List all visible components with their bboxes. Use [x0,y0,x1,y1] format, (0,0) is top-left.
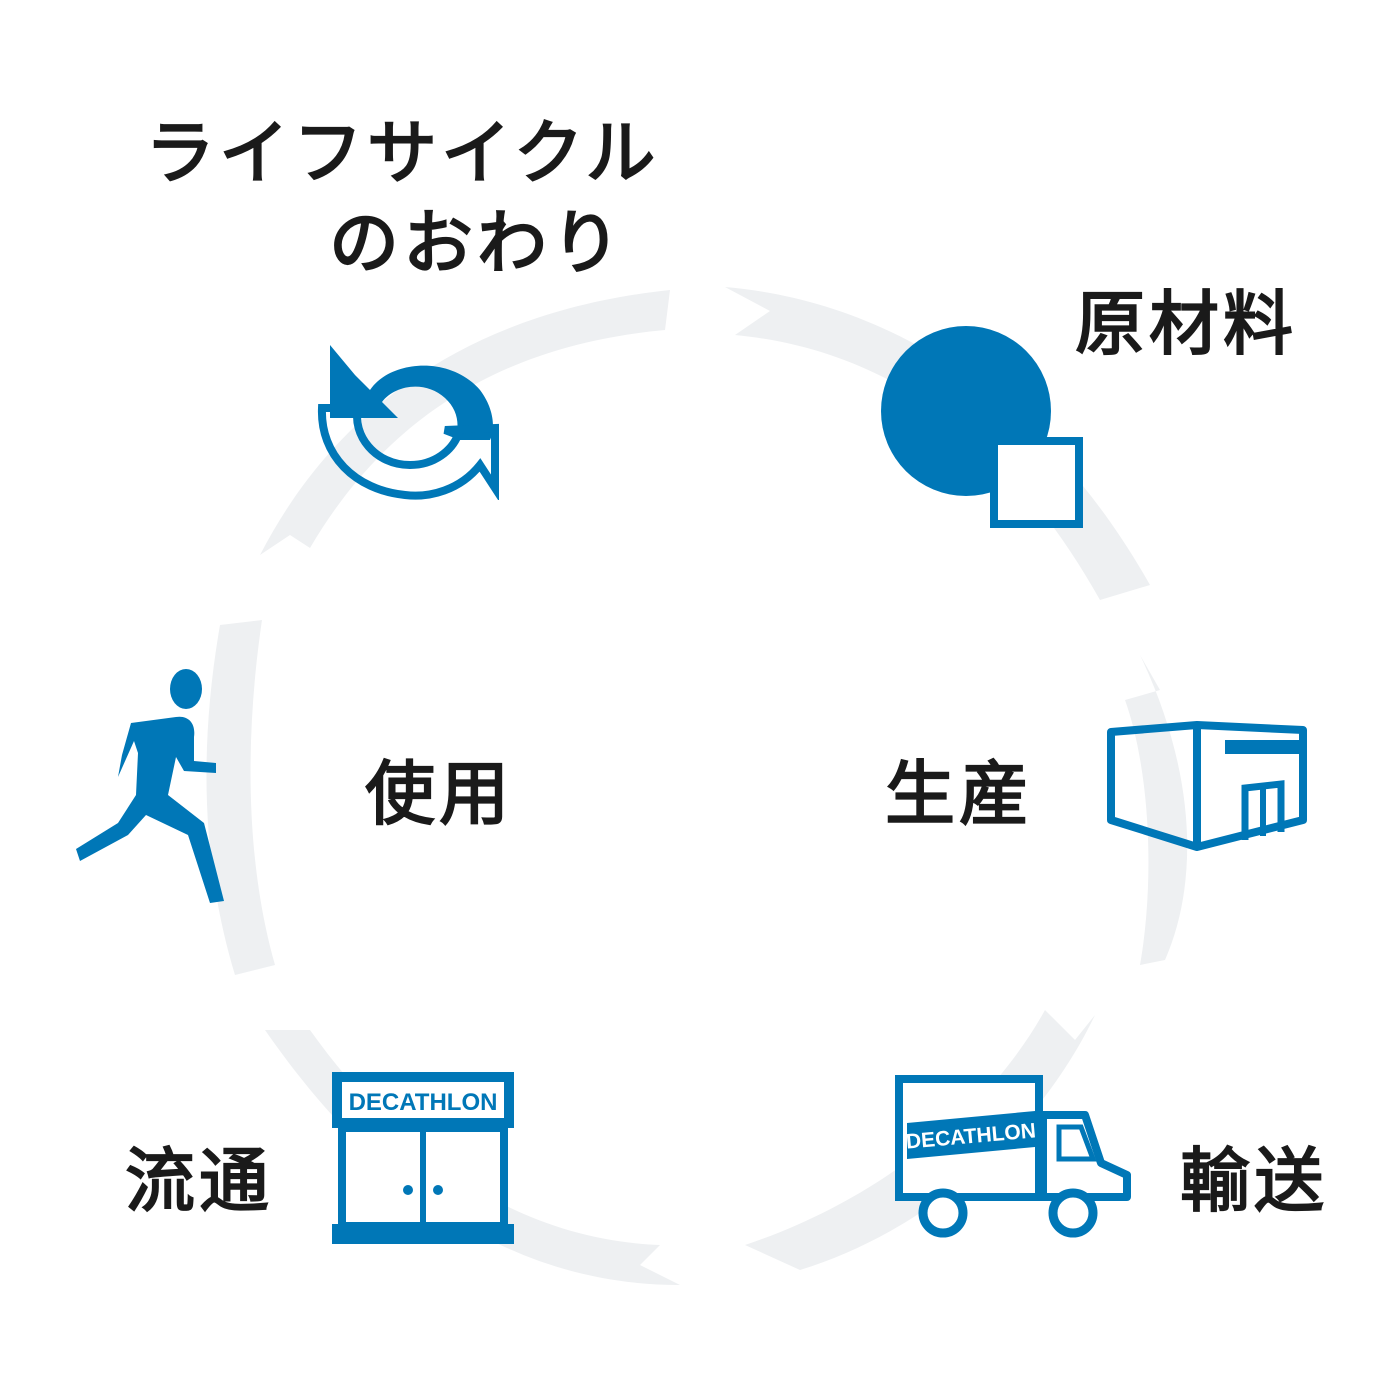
end-of-life-label-line2: のおわり [329,202,625,284]
ring-segment-left [206,620,275,975]
store-brand-text: DECATHLON [349,1089,498,1116]
end-of-life-label-line1: ライフサイクル [145,112,660,194]
recycle-icon [317,345,499,500]
use-label: 使用 [365,753,513,835]
ring-segment-top-left [260,290,670,555]
ring-segment-top [725,287,1150,600]
store-icon: DECATHLON [332,1072,514,1244]
delivery-truck-icon: DECATHLON [895,1075,1131,1238]
end-of-life-label: ライフサイクル のおわり [145,108,660,288]
ring-segment-bottom [265,1030,680,1285]
transport-label: 輸送 [1180,1140,1328,1222]
raw-materials-icon [881,326,1083,528]
factory-icon [1107,721,1307,851]
raw-materials-label: 原材料 [1075,283,1297,365]
production-label: 生産 [885,753,1033,835]
runner-icon [76,669,224,903]
distribution-label: 流通 [125,1140,273,1222]
